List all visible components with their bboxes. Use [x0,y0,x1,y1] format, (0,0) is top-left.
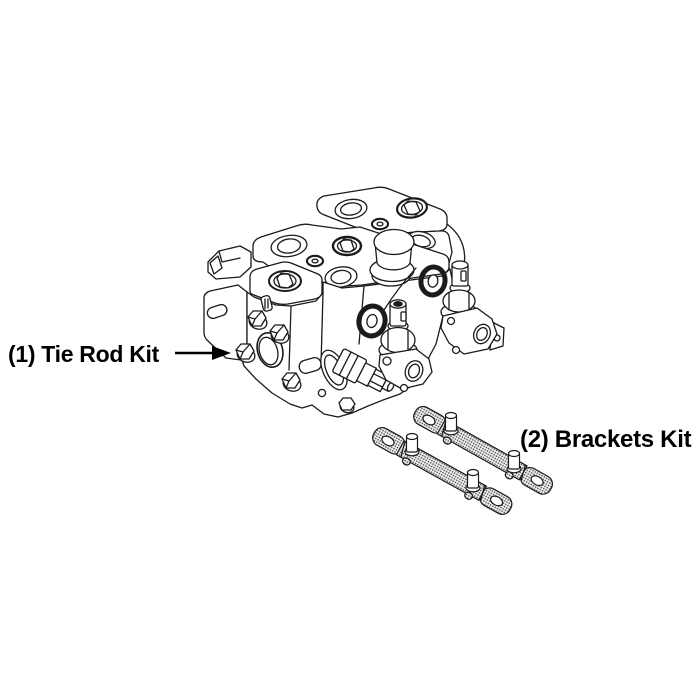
bracket-hole [530,475,544,487]
brackets-kit-drawing [372,405,554,515]
id-slot [260,294,273,312]
bracket-hole [489,495,504,507]
work-port-rear [334,198,368,220]
tie-rod-nut-arrow-target [235,343,256,363]
bracket-hole [422,414,436,426]
arrowhead-icon [212,346,231,360]
valve-front-left-block [249,261,323,305]
left-end-plate [203,284,248,361]
dome-cap [369,228,415,287]
hex-socket-plug-mid [331,235,363,257]
leader-arrow [175,346,231,360]
relief-valve-center [356,267,433,393]
tie-rod-nut [281,372,302,392]
valve-top-section [316,186,448,235]
relief-valve-right [418,223,505,355]
hex-socket-plug-rear [395,197,429,219]
mounting-bracket-bar-2 [372,426,513,515]
spool-assembly [317,348,395,414]
hex-bolt-small [338,397,356,414]
callout-tie-rod-kit-text: (1) Tie Rod Kit [8,341,159,367]
tie-rod-nuts [235,310,302,392]
bolt-dot [317,388,327,398]
work-port-mid-left [270,234,308,258]
callout-tie-rod-kit: (1) Tie Rod Kit [8,341,159,368]
small-ring-port-rear [370,217,390,231]
bracket-hole [381,435,395,447]
valve-assembly [203,186,505,418]
callout-brackets-kit-text: (2) Brackets Kit [520,426,692,453]
callout-brackets-kit: (2) Brackets Kit [520,426,692,454]
tie-rod-nut [247,310,268,330]
left-port-stub [207,245,252,280]
plate-slot [206,303,228,320]
work-port-mid-front [324,266,358,288]
hex-socket-plug-front [268,270,302,292]
small-ring-port-mid [305,254,325,268]
bracket-studs [443,411,522,474]
tie-rod-nut [269,324,290,344]
bracket-studs [404,432,481,493]
